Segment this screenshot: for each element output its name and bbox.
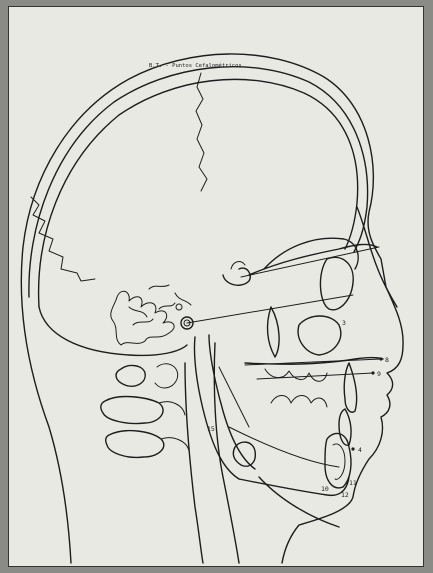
orbit-outline bbox=[320, 257, 353, 309]
facial-axis-line bbox=[219, 367, 249, 427]
mandibular-plane-line bbox=[229, 427, 339, 467]
mastoid-air-cells bbox=[111, 291, 174, 345]
lower-incisor bbox=[339, 409, 351, 445]
palatal-plane bbox=[245, 358, 383, 365]
airway-posterior bbox=[185, 363, 203, 563]
skull-outer-table bbox=[29, 67, 368, 297]
upper-incisor bbox=[344, 363, 356, 412]
mandibular-ramus bbox=[194, 337, 239, 479]
point-label-4: 4 bbox=[358, 446, 362, 454]
drawing-title: B.T. - Puntos Cefalométricos bbox=[149, 62, 242, 69]
point-label-12: 12 bbox=[341, 491, 349, 499]
porion-marker bbox=[176, 304, 182, 310]
pterygomaxillary-fissure bbox=[268, 307, 280, 357]
point-label-3: 3 bbox=[342, 319, 346, 327]
point-marker-9 bbox=[371, 371, 374, 374]
symphysis-inner bbox=[333, 444, 345, 479]
point-label-11: 11 bbox=[349, 479, 357, 487]
point-line-9 bbox=[257, 373, 373, 379]
hyoid-bone bbox=[233, 442, 255, 466]
cephalometric-drawing: B.T. - Puntos Cefalométricos bbox=[9, 7, 424, 567]
nasal-bone bbox=[357, 207, 397, 307]
skull-inner-table bbox=[39, 79, 358, 307]
point-label-9: 9 bbox=[377, 370, 381, 378]
symphysis-outline bbox=[325, 433, 351, 487]
vertebra-c1 bbox=[116, 366, 145, 387]
lower-molars bbox=[271, 396, 327, 408]
point-marker-4 bbox=[351, 447, 354, 450]
sella-turcica bbox=[223, 268, 250, 285]
point-label-10: 10 bbox=[321, 485, 329, 493]
maxillary-sinus bbox=[298, 316, 341, 355]
point-label-15: 15 bbox=[207, 425, 215, 433]
vertebra-c3 bbox=[106, 431, 164, 458]
upper-molars bbox=[265, 369, 327, 381]
point-marker-8 bbox=[379, 357, 382, 360]
cranial-base-line bbox=[39, 307, 187, 355]
odontoid-process bbox=[155, 364, 178, 388]
vertebra-c2 bbox=[101, 397, 163, 424]
coronal-suture bbox=[196, 73, 207, 191]
drawing-sheet: B.T. - Puntos Cefalométricos bbox=[8, 6, 424, 567]
point-label-8: 8 bbox=[385, 356, 389, 364]
